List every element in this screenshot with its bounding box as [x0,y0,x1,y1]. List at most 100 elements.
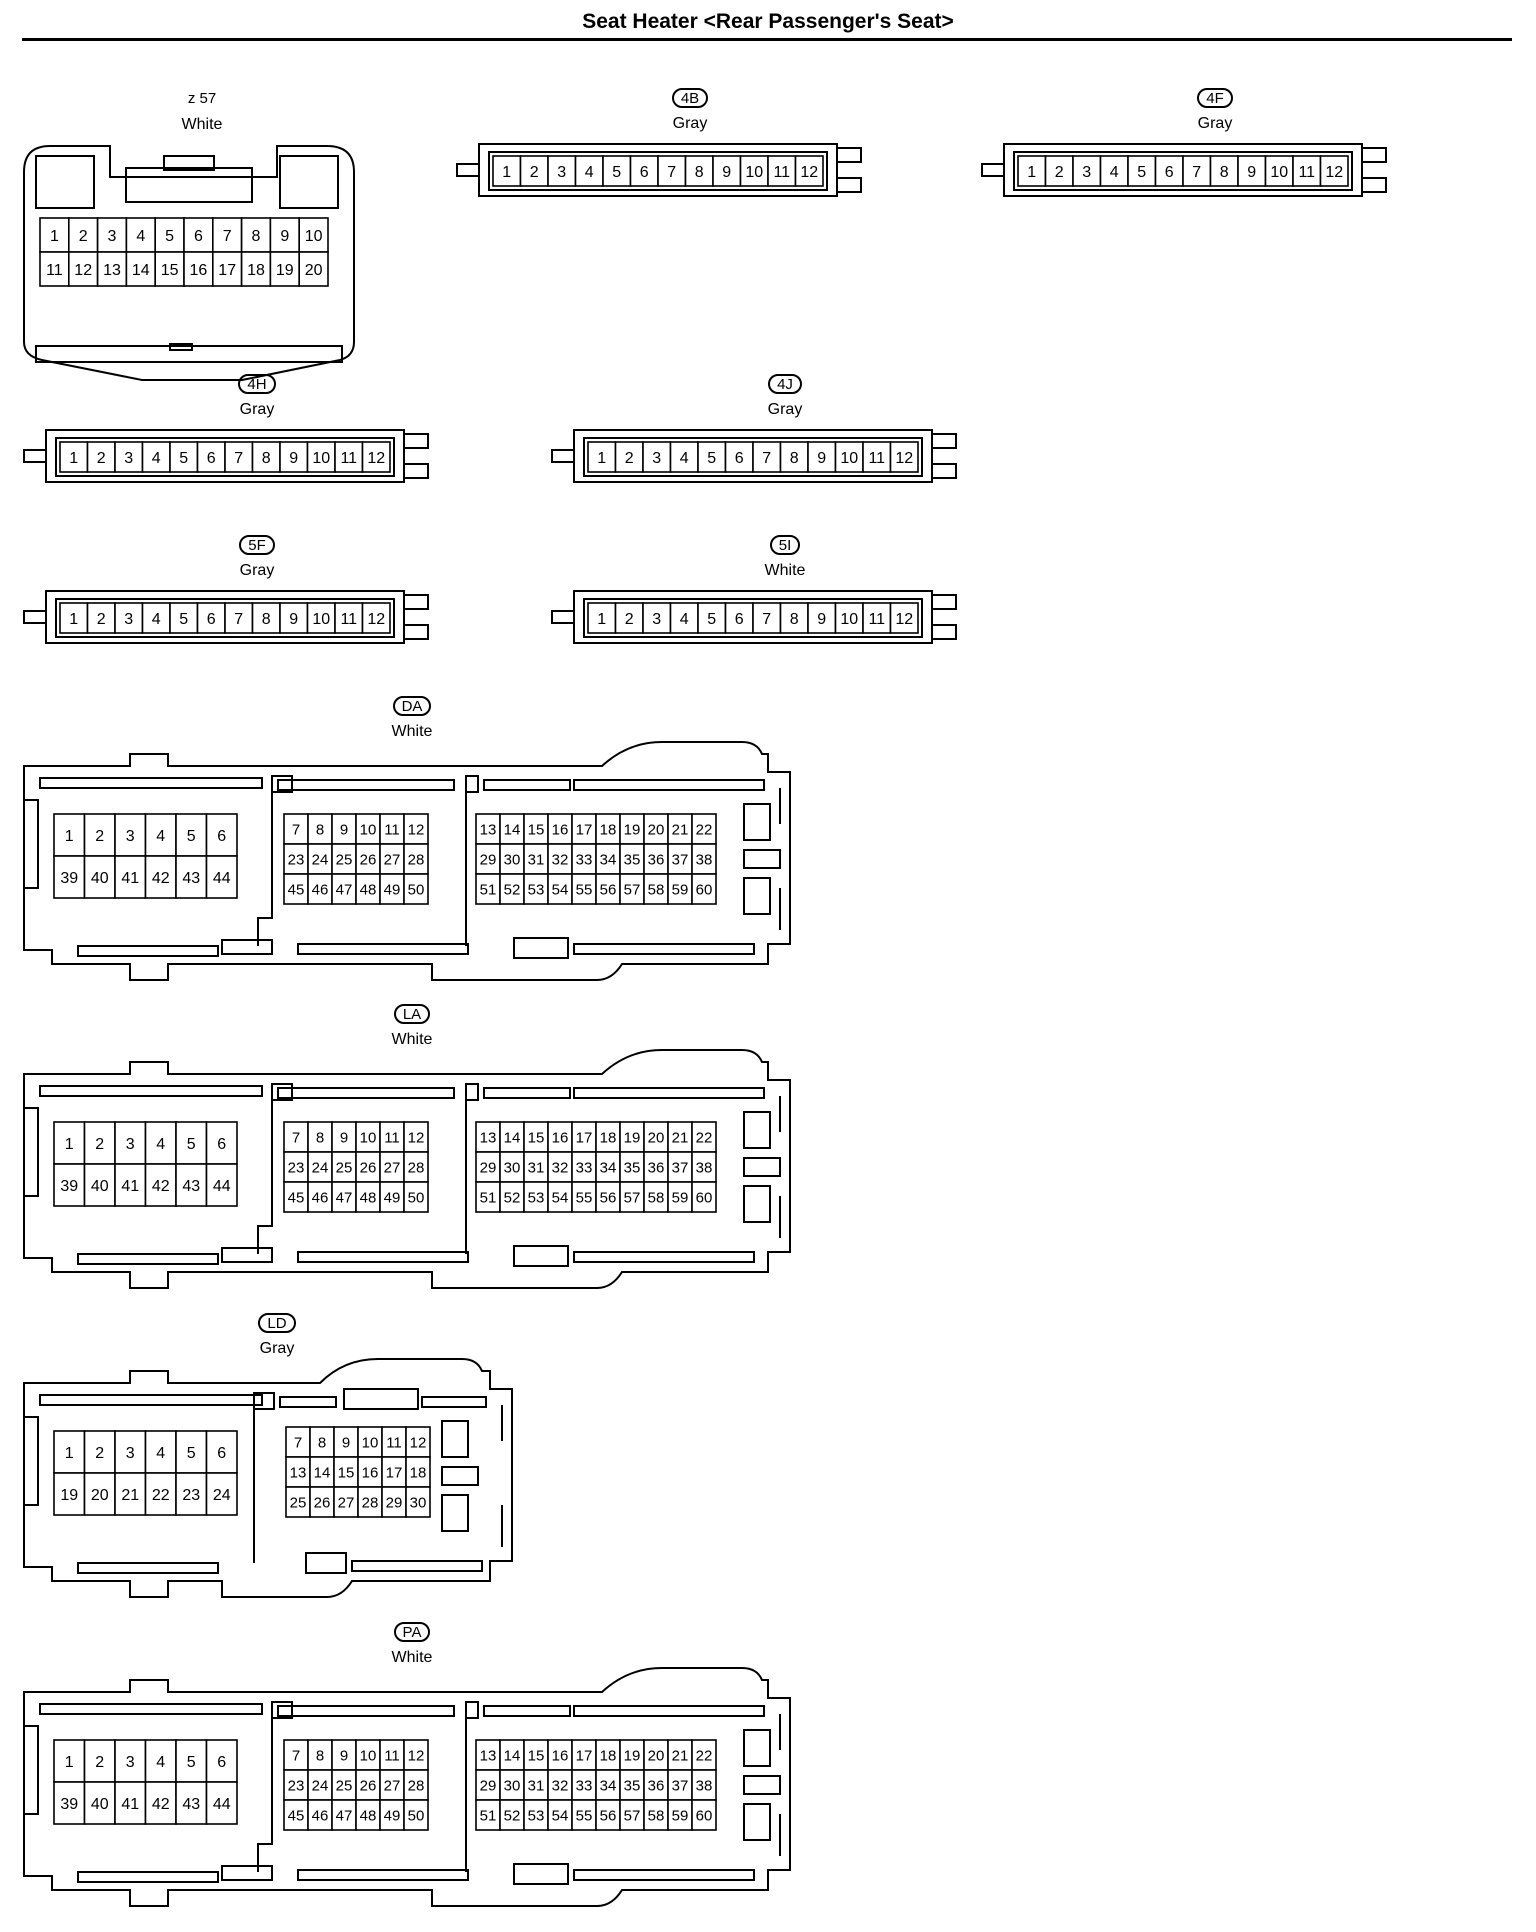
housing-outline [23,1667,791,1907]
side-latch [931,624,957,640]
pin-number: 22 [696,821,713,838]
side-latch [1361,177,1387,193]
pin-cell [141,441,171,473]
side-latch [836,147,862,163]
pin-number: 5 [187,828,196,845]
pin-cell [154,217,185,253]
pin-number: 31 [528,1159,545,1176]
connector-code: DA [392,696,432,716]
pin-cell [862,441,892,473]
housing-outline [45,429,405,483]
rail-block [253,1392,275,1410]
pin-number: 5 [187,1754,196,1771]
pin-cell [571,1769,597,1801]
pin-number: 44 [213,870,231,887]
pin-number: 7 [294,1434,302,1451]
pin-number: 12 [895,450,913,467]
pin-number: 23 [288,851,305,868]
pin-number: 2 [95,1136,104,1153]
pin-number: 11 [340,450,357,467]
pin-number: 26 [360,1777,377,1794]
pin-cell [361,441,391,473]
pin-number: 60 [696,881,713,898]
pin-cell [298,251,329,287]
pin-frame [55,437,395,477]
pin-number: 18 [410,1464,427,1481]
pin-cell [331,1769,357,1801]
pin-number: 7 [1192,164,1201,181]
pin-cell [697,602,727,634]
pin-number: 51 [480,881,497,898]
pin-cell [1044,155,1074,187]
pin-cell [547,1739,573,1771]
housing-outline [1003,143,1363,197]
pin-number: 45 [288,881,305,898]
pin-cell [619,1121,645,1153]
housing-outline [23,741,791,981]
pin-cell [595,1181,621,1213]
connector-color: Gray [1197,115,1233,132]
pin-number: 9 [817,611,826,628]
pin-number: 56 [600,1807,617,1824]
bottom-notch [169,343,193,351]
housing-outline [478,143,838,197]
pin-number: 27 [384,1777,401,1794]
pin-cell [1182,155,1212,187]
pin-number: 14 [504,1747,521,1764]
pin-number: 11 [46,262,63,279]
connector-code: LA [393,1004,431,1024]
top-rail [573,1705,765,1717]
pin-number: 1 [597,611,606,628]
page-title: Seat Heater <Rear Passenger's Seat> [582,10,954,33]
pin-cell [379,1739,405,1771]
pin-number: 45 [288,1189,305,1206]
pin-number: 54 [552,881,569,898]
pin-number: 41 [121,870,139,887]
bottom-rail [297,1251,469,1263]
pin-cell [691,873,717,905]
top-rail [39,777,263,789]
housing-outline [573,429,933,483]
pin-number: 25 [336,1159,353,1176]
pin-number: 8 [262,611,271,628]
pin-number: 23 [288,1159,305,1176]
top-rail [39,1703,263,1715]
pin-number: 59 [672,881,689,898]
bottom-rail [297,1869,469,1881]
pin-number: 3 [557,164,566,181]
pin-number: 48 [360,1189,377,1206]
pin-number: 4 [152,450,161,467]
pin-cell [307,1181,333,1213]
pin-number: 48 [360,1807,377,1824]
pin-cell [240,251,272,287]
pin-number: 42 [152,1178,170,1195]
side-key [23,1725,39,1815]
pin-number: 14 [504,1129,521,1146]
pin-cell [697,441,727,473]
pin-number: 1 [1027,164,1036,181]
pin-number: 16 [552,821,569,838]
pin-cell [205,1163,238,1207]
pin-number: 1 [597,450,606,467]
pin-number: 11 [340,611,357,628]
pin-cell [1209,155,1239,187]
pin-cell [724,441,754,473]
pin-number: 5 [179,611,188,628]
pin-number: 8 [316,1129,324,1146]
bottom-rail [77,945,219,957]
pin-number: 49 [384,881,401,898]
pin-cell [169,602,199,634]
pin-number: 1 [65,1136,74,1153]
pin-number: 6 [217,1445,226,1462]
pin-number: 18 [600,1747,617,1764]
side-latch [931,463,957,479]
pin-cell [547,813,573,845]
pin-cell [519,155,549,187]
side-slot [743,1157,781,1177]
pin-number: 60 [696,1807,713,1824]
pin-cell [334,441,364,473]
pin-number: 46 [312,1807,329,1824]
pin-number: 2 [625,450,634,467]
